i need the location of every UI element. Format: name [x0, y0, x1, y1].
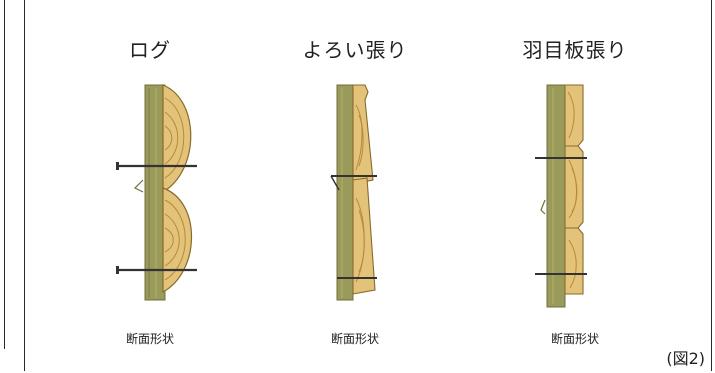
column-caption-tongue-groove: 断面形状	[550, 332, 599, 346]
column-title-clapboard: よろい張り	[302, 38, 408, 62]
previous-panel-border	[0, 0, 5, 349]
column-title-tongue-groove: 羽目板張り	[522, 38, 628, 62]
clapboard-cross-section-illustration	[330, 84, 377, 301]
column-caption-log: 断面形状	[125, 332, 174, 346]
column-log: ログ 断面形状	[50, 0, 250, 371]
column-tongue-groove: 羽目板張り 断面形状	[475, 0, 675, 371]
log-cross-section-illustration	[116, 84, 197, 301]
tongue-groove-cross-section-illustration	[535, 84, 587, 308]
column-title-log: ログ	[129, 38, 171, 62]
column-clapboard: よろい張り 断面形状	[255, 0, 455, 371]
figure-panel: ログ 断面形状 よろい張り	[24, 0, 712, 371]
column-caption-clapboard: 断面形状	[330, 332, 379, 346]
figure-label: (図2)	[666, 349, 705, 368]
